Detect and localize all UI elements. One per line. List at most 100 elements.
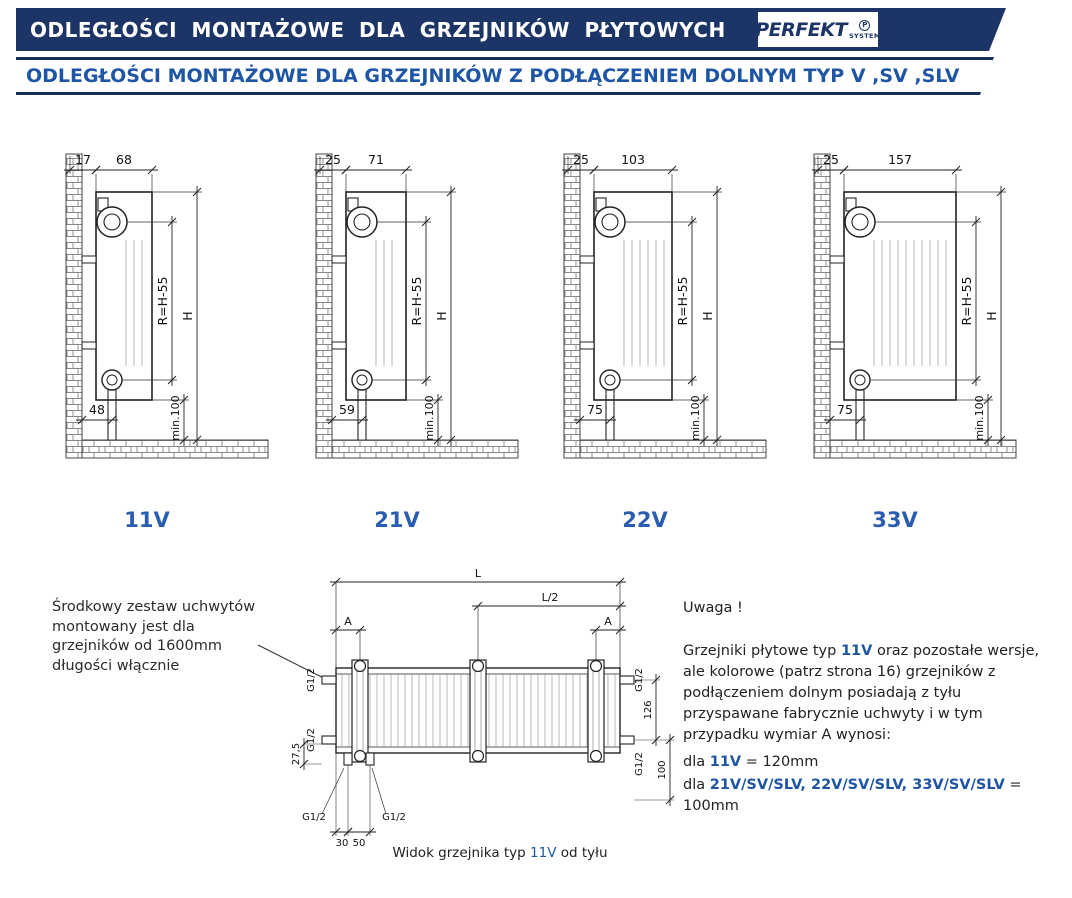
bracket-2	[587, 659, 605, 763]
stub-bottom-left	[321, 735, 337, 745]
dim-label: 25	[325, 152, 341, 167]
bracket-0	[351, 659, 369, 763]
wall-bracket-top	[331, 255, 347, 264]
wall-hatch	[65, 153, 83, 459]
dim-label: A	[344, 615, 352, 628]
logo-brand-text: PERFEKT	[755, 18, 847, 41]
uwaga-p1a: Grzejniki płytowe typ	[683, 643, 841, 660]
floor-hatch	[829, 439, 1017, 459]
uwaga-l1b: 11V	[709, 754, 742, 771]
uwaga-paragraph: Grzejniki płytowe typ 11V oraz pozostałe…	[683, 641, 1061, 746]
bracket-hole-top	[353, 659, 367, 673]
page-title: ODLEGŁOŚCI MONTAŻOWE DLA GRZEJNIKÓW PŁYT…	[30, 17, 726, 42]
dim-label: H	[434, 311, 449, 320]
floor-hatch	[81, 439, 269, 459]
stub-top-left	[321, 675, 337, 685]
wall-hatch	[813, 153, 831, 459]
dim-label: H	[984, 311, 999, 320]
dim-label: 103	[621, 152, 645, 167]
bracket-hole-top	[471, 659, 485, 673]
uwaga-l2a: dla	[683, 777, 710, 794]
uwaga-note: Uwaga ! Grzejniki płytowe typ 11V oraz p…	[683, 598, 1061, 817]
dim-label: 25	[823, 152, 839, 167]
bottom-nipple-1	[343, 752, 353, 766]
logo-sub-text: SYSTEM	[848, 31, 881, 40]
dim-label: R=H-55	[409, 277, 424, 326]
dim-label: L/2	[542, 591, 559, 604]
diagram-label-21v: 21V	[374, 508, 420, 532]
wall-bracket-top	[579, 255, 595, 264]
dim-label: 126	[643, 700, 654, 719]
dim-label: 27,5	[291, 743, 302, 765]
dim-label: R=H-55	[155, 277, 170, 326]
wall-bracket-top	[81, 255, 97, 264]
bottom-nipple-2	[365, 752, 375, 766]
subtitle-banner: ODLEGŁOŚCI MONTAŻOWE DLA GRZEJNIKÓW Z PO…	[16, 57, 994, 95]
dim-label: G1/2	[306, 728, 317, 752]
dim-label: G1/2	[302, 812, 326, 823]
dim-label: G1/2	[306, 668, 317, 692]
dim-label: 25	[573, 152, 589, 167]
floor-hatch	[579, 439, 767, 459]
bracket-hole-top	[589, 659, 603, 673]
dim-label: min.100	[423, 395, 436, 440]
uwaga-line-other: dla 21V/SV/SLV, 22V/SV/SLV, 33V/SV/SLV =…	[683, 775, 1061, 817]
diagram-label-22v: 22V	[622, 508, 668, 532]
uwaga-p1c: oraz pozostałe wersje, ale kolorowe (pat…	[683, 643, 1040, 744]
dim-label: G1/2	[382, 812, 406, 823]
wall-bracket-bottom	[579, 341, 595, 350]
diagram-label-11v: 11V	[124, 508, 170, 532]
dim-label: min.100	[169, 395, 182, 440]
dim-label: R=H-55	[959, 277, 974, 326]
caption-type: 11V	[530, 845, 557, 861]
dim-label: 59	[339, 402, 355, 417]
perfekt-logo: PERFEKT P SYSTEM	[758, 12, 878, 47]
dim-label: 75	[837, 402, 853, 417]
dim-label: 75	[587, 402, 603, 417]
dim-label: 50	[353, 838, 366, 849]
page-subtitle: ODLEGŁOŚCI MONTAŻOWE DLA GRZEJNIKÓW Z PO…	[26, 65, 960, 87]
logo-mark-column: P SYSTEM	[849, 20, 881, 40]
dim-label: 100	[657, 760, 668, 779]
dim-label: L	[475, 568, 482, 580]
dim-label: G1/2	[634, 752, 645, 776]
dim-label: H	[180, 311, 195, 320]
diagram-label-33v: 33V	[872, 508, 918, 532]
wall-hatch	[563, 153, 581, 459]
stub-bottom-right	[619, 735, 635, 745]
dim-label: R=H-55	[675, 277, 690, 326]
dim-label: 30	[336, 838, 349, 849]
dim-label: min.100	[973, 395, 986, 440]
floor-hatch	[331, 439, 519, 459]
rear-view-caption: Widok grzejnika typ 11V od tyłu	[335, 845, 665, 861]
dim-label: 68	[116, 152, 132, 167]
uwaga-line-11v: dla 11V = 120mm	[683, 752, 1061, 773]
bracket-hole-bottom	[589, 749, 603, 763]
wall-bracket-top	[829, 255, 845, 264]
uwaga-title: Uwaga !	[683, 600, 743, 616]
dim-label: 71	[368, 152, 384, 167]
dim-label: H	[700, 311, 715, 320]
wall-bracket-bottom	[81, 341, 97, 350]
center-bracket-note: Środkowy zestaw uchwytów montowany jest …	[52, 599, 256, 674]
stub-top-right	[619, 675, 635, 685]
main-title-banner: ODLEGŁOŚCI MONTAŻOWE DLA GRZEJNIKÓW PŁYT…	[16, 8, 1006, 51]
dim-label: min.100	[689, 395, 702, 440]
dim-label: 48	[89, 402, 105, 417]
uwaga-p1b: 11V	[840, 643, 873, 660]
caption-suffix: od tyłu	[556, 845, 608, 861]
logo-trademark-icon: P	[859, 20, 870, 31]
wall-hatch	[315, 153, 333, 459]
wall-bracket-bottom	[331, 341, 347, 350]
wall-bracket-bottom	[829, 341, 845, 350]
uwaga-l2c: = 100mm	[683, 777, 1022, 815]
